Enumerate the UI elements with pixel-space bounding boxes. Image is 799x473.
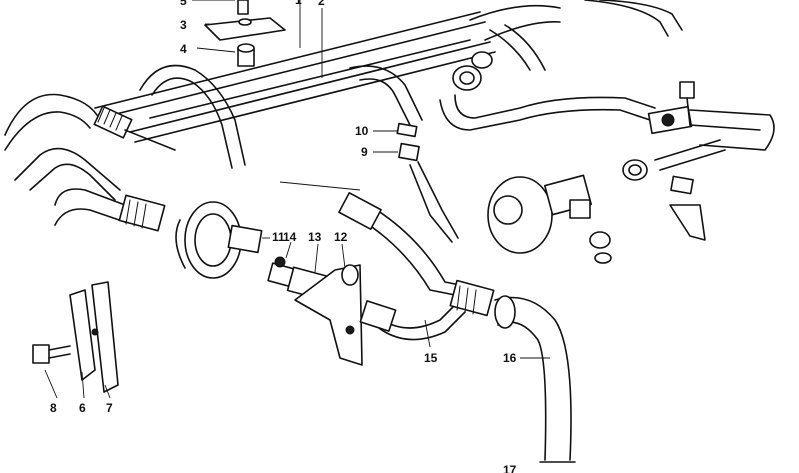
callout-3[interactable]: 3: [180, 18, 187, 32]
callout-6[interactable]: 6: [79, 401, 86, 415]
callout-15[interactable]: 15: [424, 351, 438, 365]
part-12-bracket: [294, 264, 363, 366]
part-11-pump-unit: [175, 201, 270, 279]
callout-14[interactable]: 14: [283, 230, 297, 244]
callout-9[interactable]: 9: [361, 145, 368, 159]
right-top-bolt: [679, 81, 695, 126]
callout-5[interactable]: 5: [180, 0, 187, 8]
leader-lines: [44, 0, 550, 399]
left-looped-hoses: [4, 64, 246, 201]
callout-11[interactable]: 11: [272, 230, 285, 244]
right-upper-hose: [439, 51, 775, 151]
callout-2[interactable]: 2: [318, 0, 325, 8]
callout-17[interactable]: 17: [503, 463, 517, 473]
callout-7[interactable]: 7: [106, 401, 113, 415]
part-16-bent-hose: [494, 295, 576, 463]
parts-6-7-8-clamp: [32, 281, 119, 393]
callout-8[interactable]: 8: [50, 401, 57, 415]
part-15-y-hose: [338, 192, 495, 341]
part-9-10-small-hose: [349, 65, 459, 243]
callout-12[interactable]: 12: [334, 230, 348, 244]
callout-16[interactable]: 16: [503, 351, 517, 365]
callout-10[interactable]: 10: [355, 124, 369, 138]
callout-1[interactable]: 1: [295, 0, 302, 7]
left-threaded-fitting: [93, 105, 176, 151]
callout-4[interactable]: 4: [180, 42, 187, 56]
parts-3-4-5-hardware: [204, 0, 286, 67]
callout-13[interactable]: 13: [308, 230, 322, 244]
upper-rail-tubes: [94, 0, 683, 143]
lower-left-hose: [54, 188, 166, 232]
right-pump-unit: [487, 139, 726, 264]
